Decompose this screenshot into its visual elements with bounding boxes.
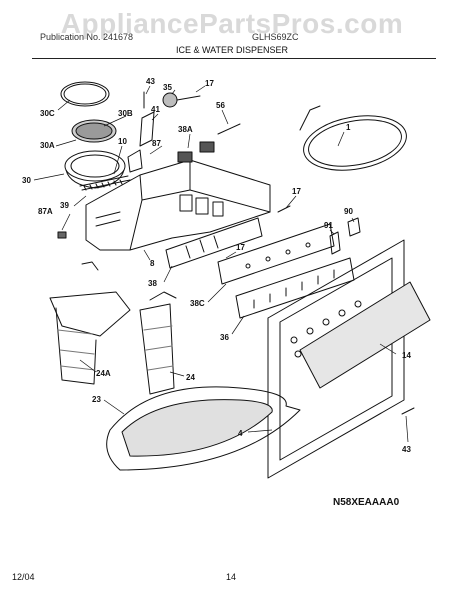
- callout-43-top: 43: [146, 77, 155, 86]
- part-1-tube-coil: [303, 115, 407, 171]
- part-4-frame: [267, 239, 405, 479]
- callout-30c: 30C: [40, 109, 55, 118]
- part-56-pin: [217, 123, 241, 135]
- callout-36: 36: [220, 333, 229, 342]
- callout-87a: 87A: [38, 207, 53, 216]
- part-39-coil: [79, 175, 131, 191]
- callout-17-board: 17: [236, 243, 245, 252]
- publication-number: Publication No. 241678: [40, 32, 134, 42]
- part-43-screw-bottom: [401, 407, 415, 415]
- part-30-funnel: [64, 150, 126, 182]
- watermark: AppliancePartsPros.com: [60, 8, 404, 39]
- callout-24a: 24A: [96, 369, 111, 378]
- callout-30a: 30A: [40, 141, 55, 150]
- model-number: GLHS69ZC: [252, 32, 299, 42]
- part-14-overlay: [299, 281, 431, 389]
- callout-43-bottom: 43: [402, 445, 411, 454]
- callout-35: 35: [163, 83, 172, 92]
- part-90-clip: [347, 217, 361, 237]
- part-24a-actuator: [49, 291, 131, 337]
- model-code: N58XEAAAA0: [333, 497, 400, 508]
- part-36-panel: [235, 257, 355, 319]
- callout-39: 39: [60, 201, 69, 210]
- callout-91: 91: [324, 221, 333, 230]
- callout-24: 24: [186, 373, 195, 382]
- header-rule: [32, 58, 436, 59]
- part-87a-clip: [57, 231, 67, 239]
- callout-87: 87: [152, 139, 161, 148]
- callout-30b: 30B: [118, 109, 133, 118]
- callout-38a: 38A: [178, 125, 193, 134]
- callout-23: 23: [92, 395, 101, 404]
- callout-14: 14: [402, 351, 411, 360]
- part-8-housing: [85, 159, 271, 251]
- diagram-title: ICE & WATER DISPENSER: [175, 45, 289, 55]
- callout-41: 41: [151, 105, 160, 114]
- callout-17-top: 17: [205, 79, 214, 88]
- callout-30: 30: [22, 176, 31, 185]
- callout-1: 1: [346, 123, 351, 132]
- part-87-bracket: [127, 149, 143, 173]
- part-30c-ring: [60, 81, 110, 107]
- part-24-actuator: [139, 303, 175, 395]
- callout-17-mid: 17: [292, 187, 301, 196]
- part-38a-switch-right: [199, 141, 215, 153]
- footer-date: 12/04: [12, 572, 35, 582]
- callout-38: 38: [148, 279, 157, 288]
- part-41-lever: [139, 111, 155, 147]
- callout-8: 8: [150, 259, 155, 268]
- callout-10: 10: [118, 137, 127, 146]
- part-35-solenoid: [162, 92, 178, 108]
- part-17-screw: [277, 205, 291, 213]
- part-91-tab: [329, 231, 341, 255]
- footer-page-number: 14: [226, 572, 237, 582]
- part-38c-board: [217, 223, 335, 285]
- part-23-drip-tray: [106, 386, 301, 471]
- callout-90: 90: [344, 207, 353, 216]
- callout-56: 56: [216, 101, 225, 110]
- part-38-board: [165, 217, 263, 269]
- part-38a-switch-left: [177, 151, 193, 163]
- callout-38c: 38C: [190, 299, 205, 308]
- callout-4: 4: [238, 429, 243, 438]
